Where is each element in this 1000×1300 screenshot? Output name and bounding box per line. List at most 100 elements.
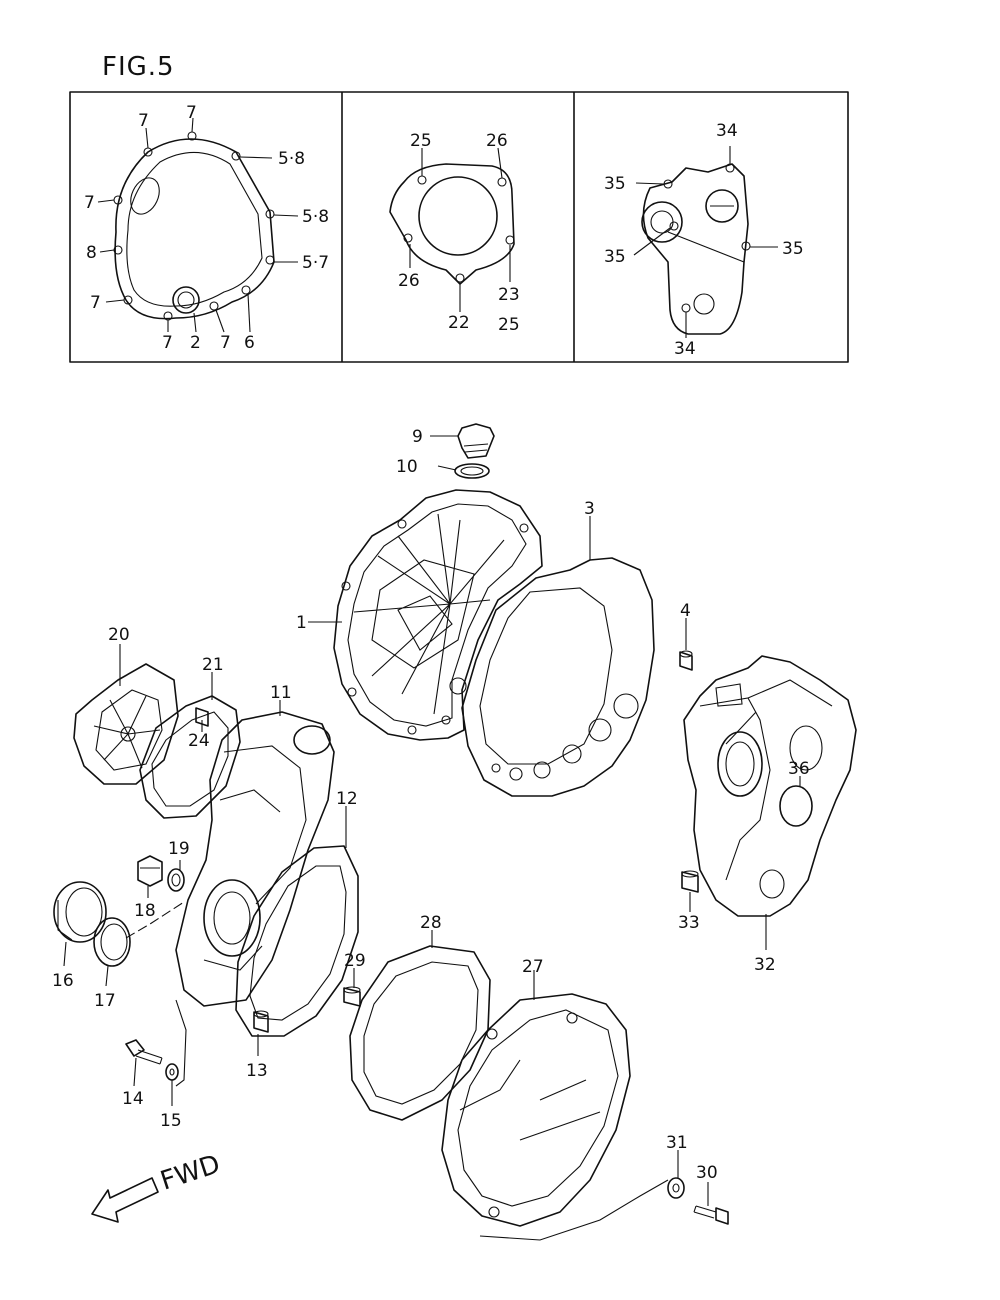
main-callout-labels: 1 3 4 9 10 11 12 13 14 15 16 17 18 19 20… <box>52 427 810 1183</box>
callout-label: 7 <box>220 333 231 353</box>
inset-3-leaders <box>633 146 778 338</box>
pump-gasket-21 <box>139 695 241 819</box>
callout-label: 7 <box>84 193 95 213</box>
dowel-pin-13 <box>253 1010 269 1033</box>
right-cover-lower-hole <box>693 293 715 315</box>
callout-label: 34 <box>716 121 738 141</box>
callout-label: 8 <box>86 243 97 263</box>
callout-label: 31 <box>666 1133 688 1153</box>
generator-cover-contours <box>203 745 307 971</box>
generator-cover-bore-inner <box>213 891 251 945</box>
washer-31 <box>667 1177 685 1199</box>
right-cover-bore <box>717 731 763 797</box>
callout-label: 7 <box>138 111 149 131</box>
pump-cover-20 <box>73 663 179 785</box>
callout-label: 23 <box>498 285 520 305</box>
callout-label: 26 <box>486 131 508 151</box>
callout-label: 16 <box>52 971 74 991</box>
callout-label: 7 <box>90 293 101 313</box>
callout-label: 22 <box>448 313 470 333</box>
callout-label: 3 <box>584 499 595 519</box>
right-cover-seam <box>667 231 745 263</box>
callout-label: 9 <box>412 427 423 447</box>
filler-cap-inner <box>177 291 195 309</box>
callout-label: 18 <box>134 901 156 921</box>
clutch-cover-bolt-bosses <box>341 519 529 735</box>
generator-gasket-inner <box>249 865 347 1021</box>
callout-label: 2 <box>190 333 201 353</box>
inset-panel <box>69 91 849 363</box>
filler-o-ring-inner <box>460 466 484 476</box>
inset-callout-labels: 7 7 5·8 7 5·8 8 5·7 7 7 2 7 6 25 26 26 2… <box>84 103 804 359</box>
callout-label: 26 <box>398 271 420 291</box>
right-cover-lower-boss <box>759 869 785 899</box>
pump-cover-spokes <box>93 695 161 769</box>
cover-bolt-holes <box>113 131 275 321</box>
o-ring-17 <box>93 917 131 967</box>
filler-cap-hole <box>172 286 200 314</box>
callout-label: 34 <box>674 339 696 359</box>
pump-gasket-outline <box>139 695 241 819</box>
filler-cap-body <box>457 423 495 459</box>
callout-label: 35 <box>782 239 804 259</box>
fwd-label: FWD <box>157 1149 224 1196</box>
callout-label: 20 <box>108 625 130 645</box>
right-cover-tab <box>715 683 743 707</box>
clutch-cover-gasket <box>461 557 655 797</box>
callout-label: 11 <box>270 683 292 703</box>
right-cover-contours <box>699 679 833 881</box>
callout-label: 7 <box>162 333 173 353</box>
callout-label: 24 <box>188 731 210 751</box>
cover-27-dome <box>457 1009 619 1207</box>
filler-o-ring <box>454 463 490 479</box>
generator-gasket-outline <box>235 845 359 1037</box>
generator-gasket-28 <box>349 945 491 1121</box>
callout-label: 1 <box>296 613 307 633</box>
clutch-cover-ribs <box>353 513 505 715</box>
plug-18 <box>137 855 163 887</box>
right-cover-port <box>789 725 823 771</box>
figure-title: FIG.5 <box>102 52 175 82</box>
callout-label: 12 <box>336 789 358 809</box>
right-cover-main <box>683 655 857 917</box>
oil-window <box>130 177 160 215</box>
right-cover-cap-36 <box>779 785 813 827</box>
cover-27-outline <box>441 993 631 1227</box>
right-cover-bolt-holes <box>663 163 751 313</box>
pump-cover-outline <box>389 163 515 285</box>
dowel-pin-29 <box>343 986 361 1007</box>
callout-label: 15 <box>160 1111 182 1131</box>
callout-label: 28 <box>420 913 442 933</box>
washer-19 <box>167 868 185 892</box>
fwd-arrow-icon <box>91 1177 159 1223</box>
right-cover-plug <box>705 189 739 223</box>
generator-gasket-12 <box>235 845 359 1037</box>
callout-label: 27 <box>522 957 544 977</box>
inset-frame <box>69 91 849 363</box>
generator-cover-bore <box>203 879 261 957</box>
callout-label: 10 <box>396 457 418 477</box>
dowel-pin-24 <box>195 707 209 727</box>
generator-cover-27 <box>441 993 631 1227</box>
callout-label: 4 <box>680 601 691 621</box>
bolt-30 <box>693 1205 729 1225</box>
callout-label: 5·8 <box>302 207 329 227</box>
right-cover-boss-inner <box>650 210 674 234</box>
inset-right-cover <box>633 146 778 338</box>
right-cover-outline <box>642 163 749 335</box>
forward-indicator: FWD <box>91 1149 224 1223</box>
callout-label: 19 <box>168 839 190 859</box>
callout-label: 29 <box>344 951 366 971</box>
callout-label: 5·8 <box>278 149 305 169</box>
callout-label: 30 <box>696 1163 718 1183</box>
callout-label: 6 <box>244 333 255 353</box>
clutch-cover-boss <box>449 677 467 695</box>
callout-label: 33 <box>678 913 700 933</box>
washer-15 <box>165 1063 179 1081</box>
inset-2-leaders <box>409 147 511 312</box>
cover-27-contours <box>459 1059 601 1141</box>
callout-label: 14 <box>122 1089 144 1109</box>
callout-label: 35 <box>604 247 626 267</box>
